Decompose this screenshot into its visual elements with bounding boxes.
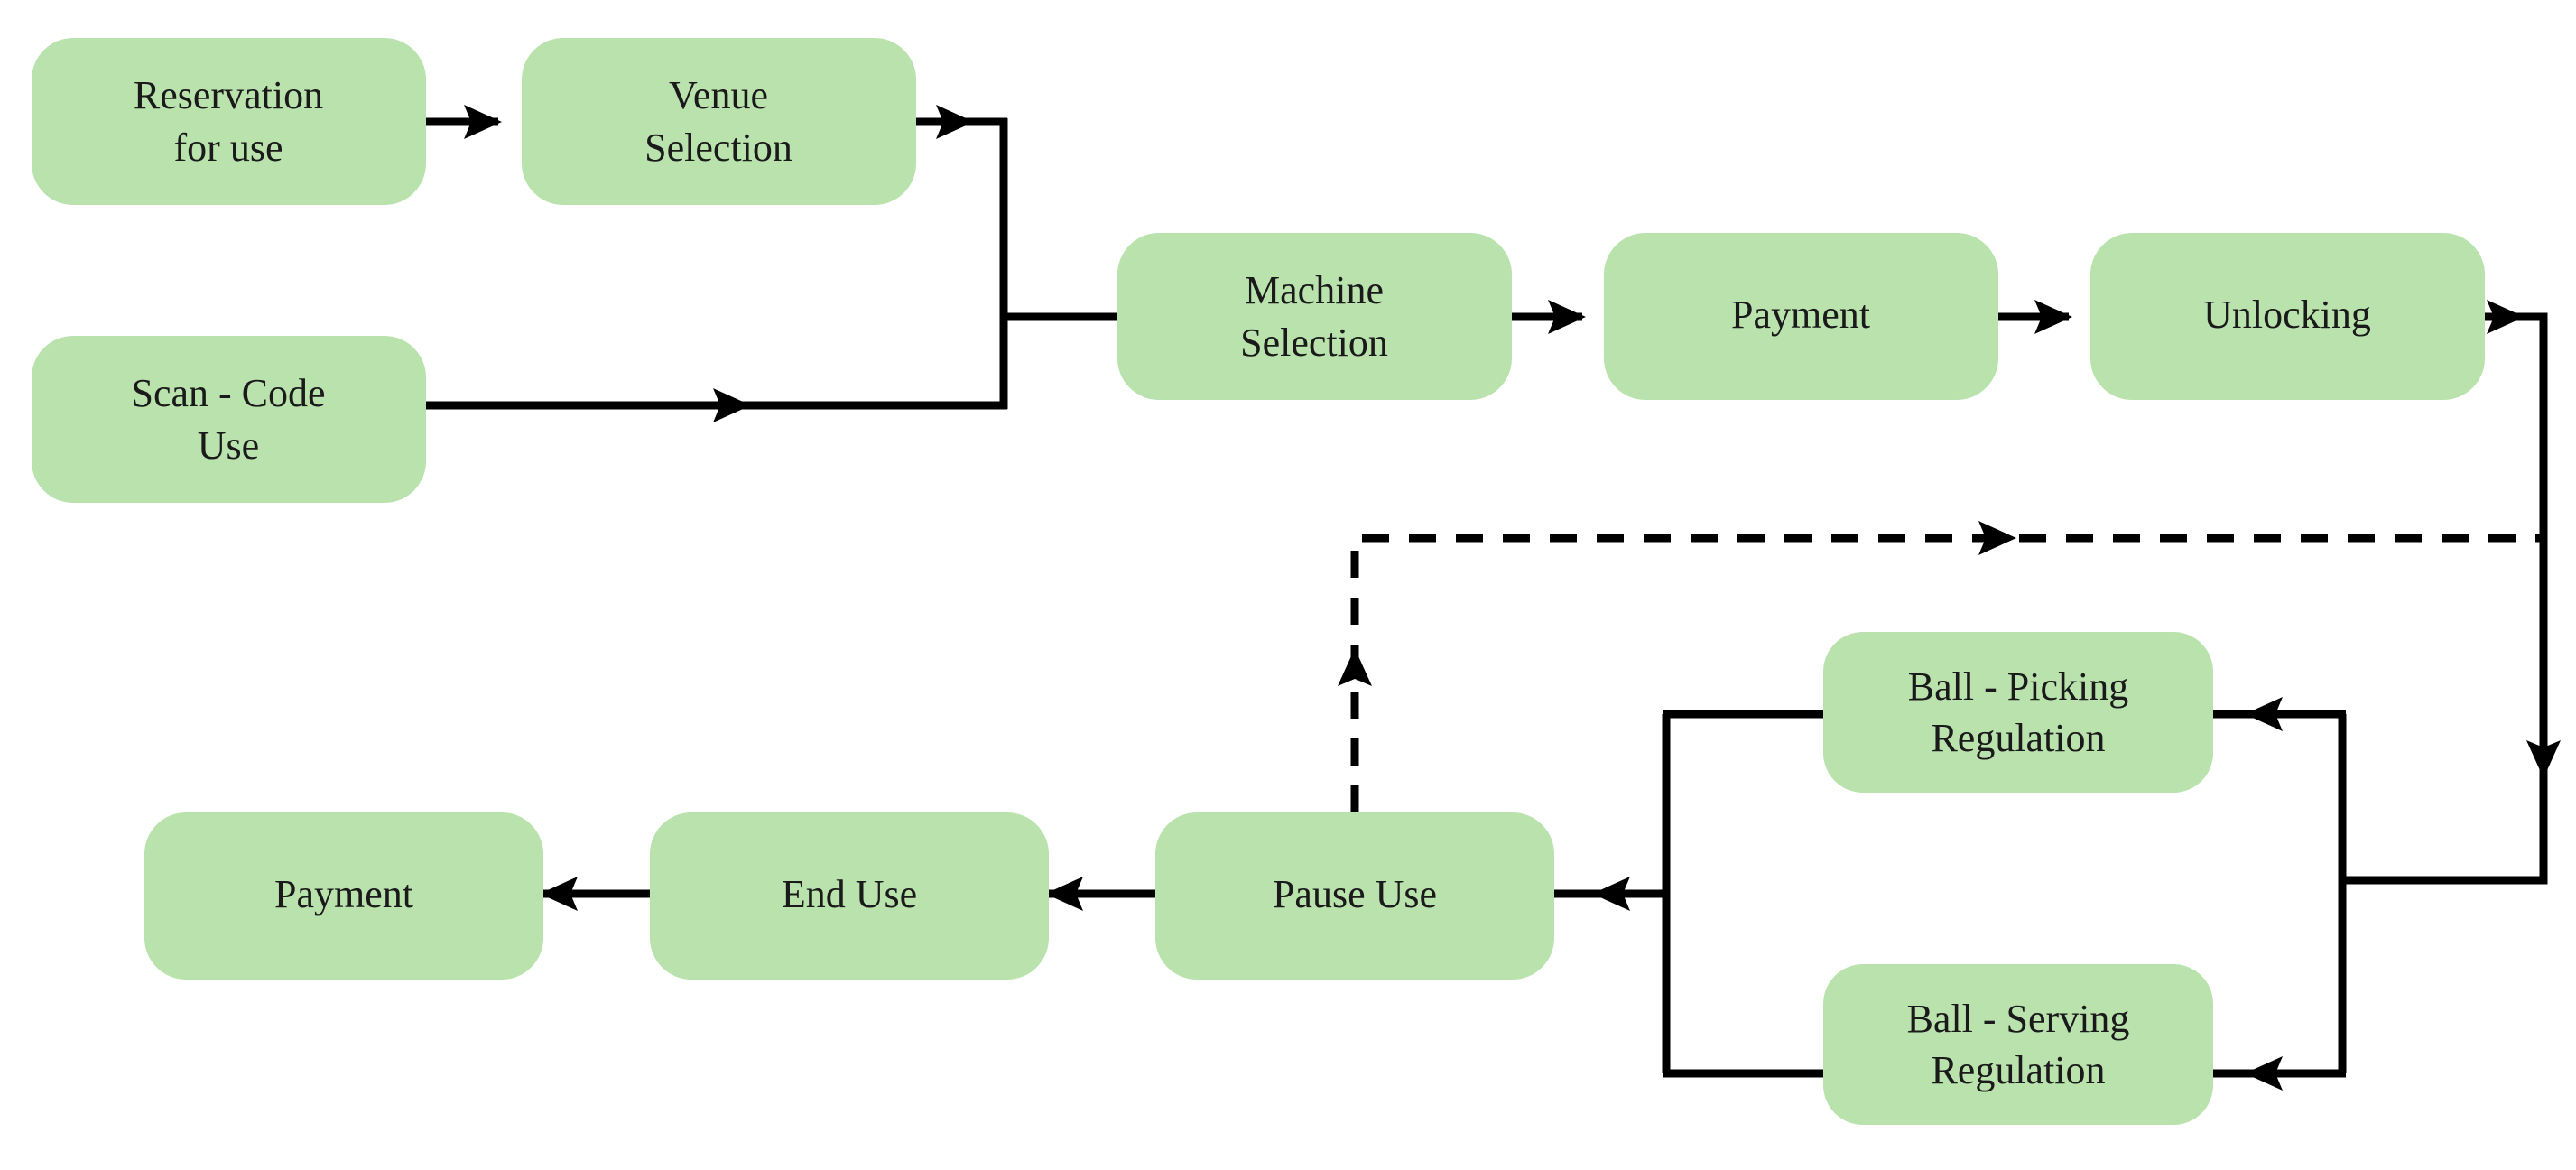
nodes-layer: Reservation for use Venue Selection Scan…: [32, 38, 2485, 1125]
node-payment-top[interactable]: Payment: [1604, 233, 1998, 400]
edge-machine-to-payment: [1512, 300, 1586, 334]
edge-ball-loop-left: [1554, 710, 1823, 1078]
node-unlocking[interactable]: Unlocking: [2090, 233, 2485, 400]
node-payment-bottom[interactable]: Payment: [144, 812, 543, 980]
node-pause-use[interactable]: Pause Use: [1155, 812, 1554, 980]
node-reservation-for-use[interactable]: Reservation for use: [32, 38, 426, 205]
edges-layer: [426, 105, 2561, 1091]
edge-reservation-to-venue: [426, 105, 502, 139]
node-ball-picking-regulation[interactable]: Ball - Picking Regulation: [1823, 632, 2213, 793]
edge-end-use-to-payment: [540, 877, 650, 911]
edge-pause-use-to-end-use: [1045, 877, 1155, 911]
edge-payment-to-unlocking: [1998, 300, 2072, 334]
edge-scan-code-to-junction: [426, 388, 1007, 422]
node-scan-code-use[interactable]: Scan - Code Use: [32, 336, 426, 503]
node-end-use[interactable]: End Use: [650, 812, 1049, 980]
edge-ball-loop-right: [2213, 697, 2347, 1091]
edge-junction-vertical: [999, 118, 1117, 409]
edge-venue-to-junction: [916, 105, 1007, 139]
node-venue-selection[interactable]: Venue Selection: [522, 38, 916, 205]
node-machine-selection[interactable]: Machine Selection: [1117, 233, 1512, 400]
node-ball-serving-regulation[interactable]: Ball - Serving Regulation: [1823, 964, 2213, 1125]
edge-unlocking-to-ball-loop: [2346, 300, 2561, 885]
edge-pause-use-to-unlocking-dashed: [1338, 521, 2547, 812]
